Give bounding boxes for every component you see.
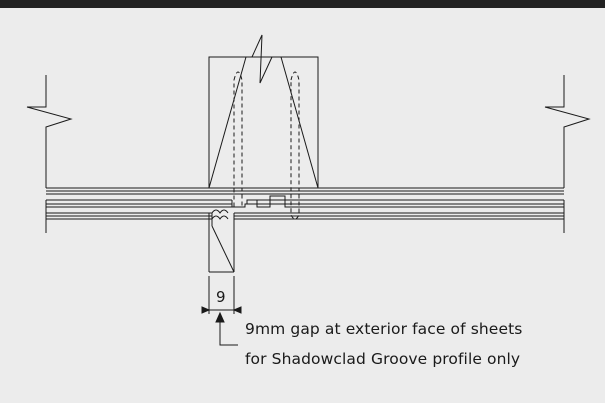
drawing-panel (0, 8, 605, 403)
joint-tongue (246, 199, 258, 205)
dim-arrow-left (201, 306, 211, 314)
stud-diagonal-left (208, 56, 247, 189)
dim-arrow-right (232, 306, 242, 314)
stud-diagonal-right (280, 56, 319, 189)
nail-left (233, 71, 243, 208)
sheet-layers-right (234, 187, 564, 220)
groove-diagonal (211, 225, 235, 273)
note-line-1: 9mm gap at exterior face of sheets (245, 320, 523, 338)
sheet-layers-left (46, 187, 232, 220)
sealant-bead (211, 209, 229, 220)
timber-stud (208, 56, 319, 189)
nail-right (290, 71, 300, 220)
leader-arrow (215, 311, 225, 323)
gap-dimension-label: 9 (216, 288, 226, 306)
left-break-line (26, 75, 73, 188)
note-line-2: for Shadowclad Groove profile only (245, 350, 521, 368)
right-break-line (544, 75, 591, 188)
shiplap-joint (231, 195, 300, 208)
stud-break-zigzag (251, 34, 273, 84)
leader-line (219, 313, 238, 346)
top-band (0, 0, 605, 8)
